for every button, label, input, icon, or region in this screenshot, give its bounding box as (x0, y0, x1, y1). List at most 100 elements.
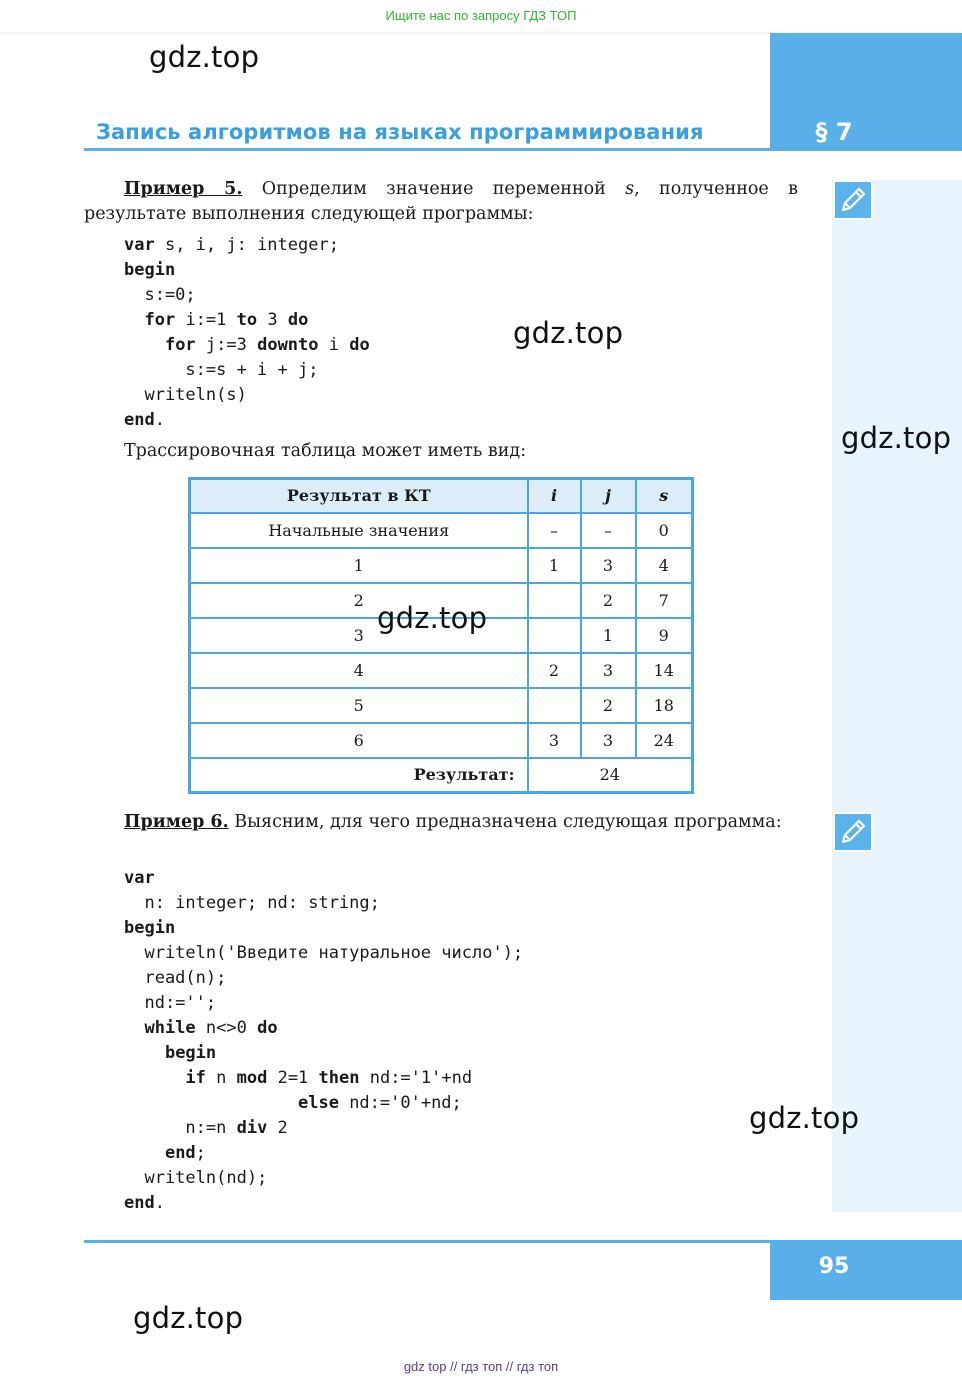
code-text: i (318, 335, 350, 355)
table-cell: 1 (579, 616, 637, 654)
code-keyword: for (144, 310, 176, 330)
code-keyword: var (124, 235, 155, 255)
table-cell: 3 (579, 721, 637, 759)
code-keyword: for (164, 335, 196, 355)
example5-text-after: , полученное в результате выполнения сле… (84, 179, 798, 224)
side-margin-strip (832, 180, 962, 1212)
table-cell (526, 686, 582, 724)
trace-table: Результат в КТ i j s Начальные значения … (188, 477, 694, 794)
code-text: n (205, 1068, 237, 1088)
code-keyword: div (236, 1118, 268, 1138)
code-text: nd:='1'+nd (359, 1068, 473, 1088)
example6-paragraph: Пример 6. Выясним, для чего предназначен… (84, 810, 798, 835)
column-header: j (579, 477, 637, 514)
code-text: j:=3 (195, 335, 258, 355)
code-text: nd:='0'+nd; (338, 1093, 462, 1113)
code-indent (124, 1143, 165, 1163)
table-cell: 14 (634, 651, 694, 689)
page-title: Запись алгоритмов на языках программиров… (96, 120, 704, 144)
table-cell (526, 581, 582, 619)
column-header: Результат в КТ (188, 477, 529, 514)
code-text: s:=s + i + j; (124, 360, 319, 380)
watermark: gdz.top (749, 1101, 860, 1135)
table-cell: 7 (634, 581, 694, 619)
code-text: writeln(s) (124, 385, 247, 405)
watermark: gdz.top (149, 40, 260, 74)
code-text: s:=0; (124, 285, 196, 305)
table-cell: – (526, 511, 582, 549)
table-cell: 4 (634, 546, 694, 584)
table-header-row: Результат в КТ i j s (188, 477, 694, 514)
code-text: . (154, 1193, 165, 1213)
example6-label: Пример 6. (124, 812, 229, 832)
code-text: 3 (257, 310, 288, 330)
footer-divider (84, 1240, 770, 1243)
code-keyword: downto (257, 335, 319, 355)
table-row: 4 2 3 14 (188, 651, 694, 689)
table-cell: 2 (579, 581, 637, 619)
bottom-links[interactable]: gdz top // гдз топ // гдз топ (403, 1359, 559, 1374)
code-keyword: var (124, 868, 155, 888)
code-text: 2 (267, 1118, 288, 1138)
table-cell: 24 (634, 721, 694, 759)
pencil-icon (833, 812, 873, 852)
table-cell: 2 (579, 686, 637, 724)
table-cell: 9 (634, 616, 694, 654)
table-cell: 18 (634, 686, 694, 724)
code-keyword: end (164, 1143, 196, 1163)
code-keyword: begin (124, 918, 176, 938)
trace-intro: Трассировочная таблица может иметь вид: (124, 441, 527, 461)
code-keyword: to (236, 310, 258, 330)
column-header: i (526, 477, 582, 514)
page-number: 95 (818, 1254, 850, 1279)
table-result-row: Результат: 24 (188, 756, 694, 794)
example6-code: var n: integer; nd: string; begin writel… (124, 866, 523, 1216)
example6-text: Выясним, для чего предназначена следующа… (228, 812, 782, 832)
pencil-icon (833, 180, 873, 220)
code-text: n: integer; nd: string; (124, 893, 380, 913)
table-row: 3 1 9 (188, 616, 694, 654)
table-cell: 3 (526, 721, 582, 759)
header-accent-block (770, 33, 962, 151)
watermark: gdz.top (377, 601, 488, 635)
table-cell: – (579, 511, 637, 549)
code-keyword: begin (164, 1043, 217, 1063)
example5-text: Определим значение переменной (242, 179, 626, 199)
code-keyword: do (287, 310, 309, 330)
example5-paragraph: Пример 5. Определим значение переменной … (84, 177, 798, 227)
table-row: 1 1 3 4 (188, 546, 694, 584)
table-cell: 3 (579, 546, 637, 584)
table-cell: 2 (188, 581, 529, 619)
code-text: s, i, j: integer; (154, 235, 339, 255)
code-keyword: end (124, 1193, 155, 1213)
table-cell: 3 (188, 616, 529, 654)
column-header: s (634, 477, 694, 514)
table-cell: 6 (188, 721, 529, 759)
code-text: read(n); (124, 968, 227, 988)
table-row: 6 3 3 24 (188, 721, 694, 759)
code-keyword: end (124, 410, 155, 430)
header-divider (84, 148, 770, 151)
table-row: Начальные значения – – 0 (188, 511, 694, 549)
result-label: Результат: (188, 756, 529, 794)
code-keyword: while (144, 1018, 196, 1038)
watermark: gdz.top (841, 421, 952, 455)
table-cell: 1 (526, 546, 582, 584)
table-row: 2 2 7 (188, 581, 694, 619)
code-text: nd:=''; (124, 993, 217, 1013)
code-keyword: do (257, 1018, 278, 1038)
example5-label: Пример 5. (124, 179, 243, 199)
table-cell: 0 (634, 511, 694, 549)
code-indent (124, 1068, 185, 1088)
code-indent (124, 1043, 165, 1063)
top-banner[interactable]: Ищите нас по запросу ГДЗ ТОП (0, 0, 962, 32)
example5-var: s (625, 179, 635, 199)
code-keyword: mod (236, 1068, 268, 1088)
table-cell: Начальные значения (188, 511, 529, 549)
code-indent (124, 1093, 298, 1113)
code-keyword: else (298, 1093, 339, 1113)
code-text: . (154, 410, 165, 430)
watermark: gdz.top (133, 1301, 244, 1335)
banner-text[interactable]: Ищите нас по запросу ГДЗ ТОП (385, 8, 577, 23)
table-row: 5 2 18 (188, 686, 694, 724)
